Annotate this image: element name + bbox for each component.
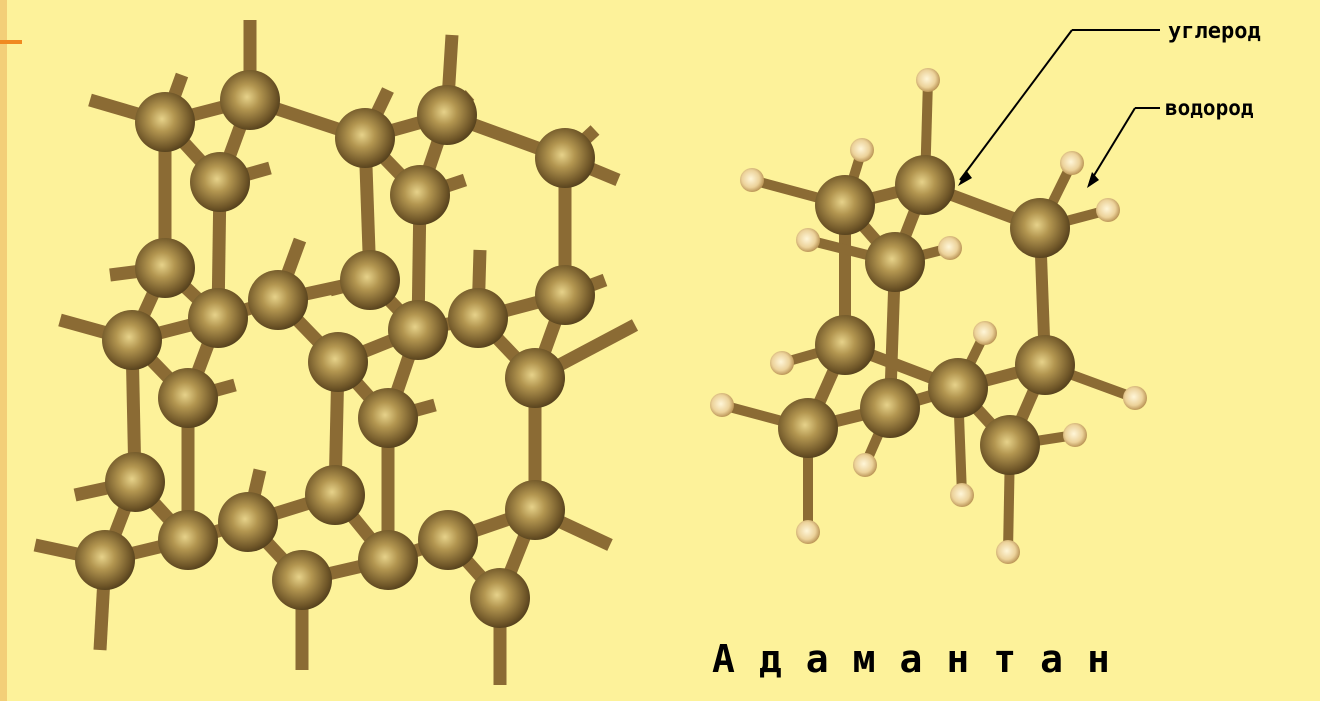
- carbon-atom: [417, 85, 477, 145]
- carbon-atom: [335, 108, 395, 168]
- hydrogen-atom: [796, 228, 820, 252]
- carbon-atom: [418, 510, 478, 570]
- carbon-atom: [75, 530, 135, 590]
- carbon-atom: [505, 480, 565, 540]
- hydrogen-atom: [950, 483, 974, 507]
- hydrogen-atom: [796, 520, 820, 544]
- carbon-atom: [980, 415, 1040, 475]
- carbon-atom: [865, 232, 925, 292]
- carbon-atom: [248, 270, 308, 330]
- carbon-atom: [220, 70, 280, 130]
- hydrogen-atom: [916, 68, 940, 92]
- slide-edge-marker: [0, 40, 22, 44]
- carbon-atom: [860, 378, 920, 438]
- hydrogen-atom: [850, 138, 874, 162]
- carbon-atom: [358, 388, 418, 448]
- hydrogen-atom: [710, 393, 734, 417]
- carbon-atom: [158, 368, 218, 428]
- carbon-atom: [305, 465, 365, 525]
- carbon-atom: [448, 288, 508, 348]
- hydrogen-atom: [770, 351, 794, 375]
- hydrogen-atom: [996, 540, 1020, 564]
- carbon-atom: [535, 128, 595, 188]
- carbon-atom: [390, 165, 450, 225]
- carbon-atom: [105, 452, 165, 512]
- carbon-atom: [190, 152, 250, 212]
- carbon-atom: [388, 300, 448, 360]
- hydrogen-atom: [938, 236, 962, 260]
- hydrogen-label: водород: [1165, 96, 1254, 120]
- hydrogen-atom: [1060, 151, 1084, 175]
- carbon-atom: [535, 265, 595, 325]
- adamantane-title: Адамантан: [712, 637, 1134, 681]
- carbon-atom: [470, 568, 530, 628]
- carbon-atom: [135, 238, 195, 298]
- hydrogen-atom: [740, 168, 764, 192]
- carbon-atom: [928, 358, 988, 418]
- carbon-label: углерод: [1168, 19, 1261, 44]
- label-pointers: [958, 29, 1160, 188]
- carbon-atom: [778, 398, 838, 458]
- carbon-atom: [135, 92, 195, 152]
- adamantane-atoms: [710, 68, 1147, 564]
- hydrogen-atom: [973, 321, 997, 345]
- carbon-atom: [815, 315, 875, 375]
- hydrogen-atom: [1096, 198, 1120, 222]
- carbon-atom: [505, 348, 565, 408]
- carbon-atom: [158, 510, 218, 570]
- carbon-atom: [188, 288, 248, 348]
- carbon-atom: [1015, 335, 1075, 395]
- carbon-atom: [308, 332, 368, 392]
- carbon-atom: [815, 175, 875, 235]
- carbon-atom: [358, 530, 418, 590]
- carbon-atom: [895, 155, 955, 215]
- adamantane-bonds: [720, 79, 1137, 553]
- hydrogen-atom: [1063, 423, 1087, 447]
- diamond-lattice-atoms: [75, 70, 595, 628]
- carbon-atom: [102, 310, 162, 370]
- carbon-atom: [218, 492, 278, 552]
- carbon-atom: [272, 550, 332, 610]
- hydrogen-atom: [1123, 386, 1147, 410]
- carbon-atom: [1010, 198, 1070, 258]
- hydrogen-atom: [853, 453, 877, 477]
- slide-edge-strip: [0, 0, 7, 701]
- carbon-atom: [340, 250, 400, 310]
